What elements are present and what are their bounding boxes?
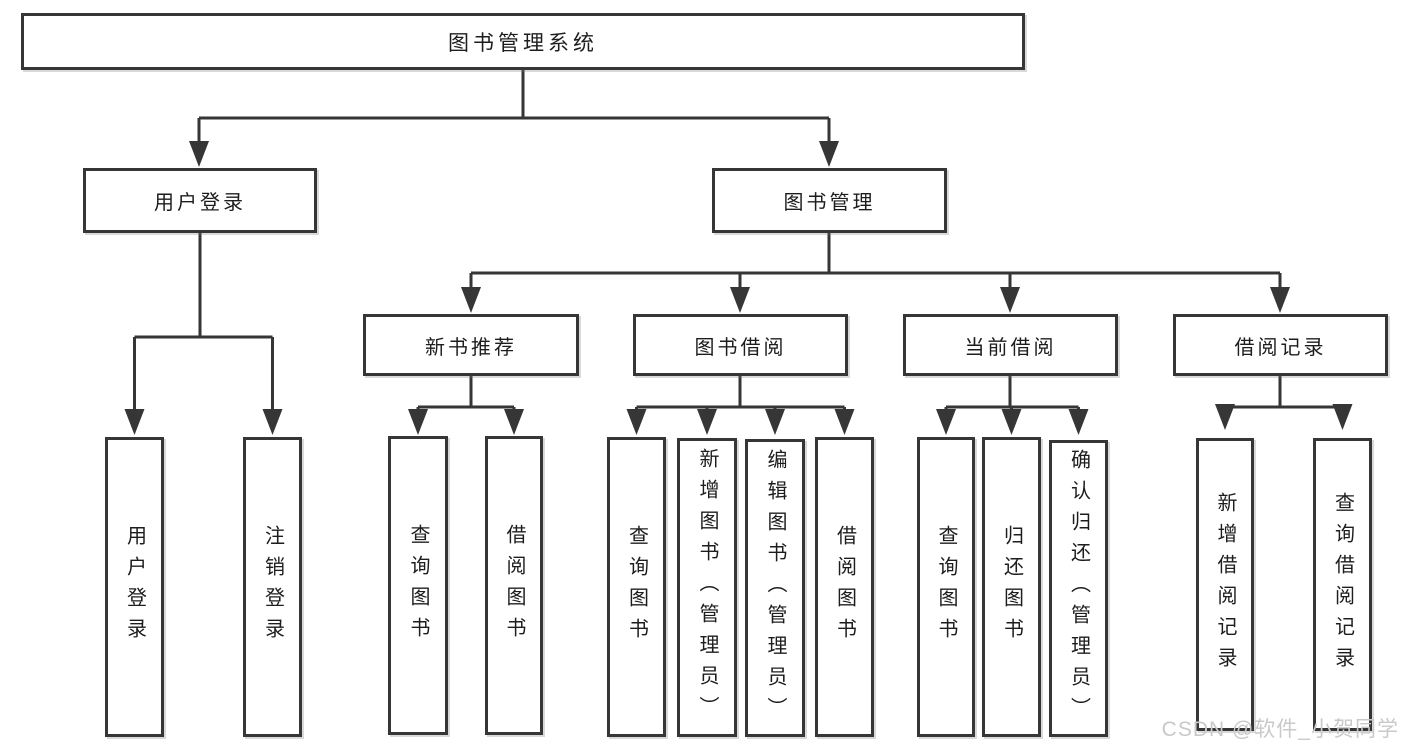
arrowheads <box>124 141 1353 435</box>
connector-book-borrow-group <box>635 376 846 413</box>
node-label: 新增借阅记录 <box>1214 491 1236 678</box>
node-borrow-record: 借阅记录 <box>1173 314 1388 376</box>
leaf-user-login: 用户登录 <box>105 437 164 737</box>
node-label: 确认归还（管理员） <box>1067 449 1090 728</box>
connector-new-book-group <box>416 376 516 413</box>
leaf-borrow-books: 借阅图书 <box>815 437 874 737</box>
node-label: 用户登录 <box>123 525 146 649</box>
leaf-query-books-borrow: 查询图书 <box>607 437 666 737</box>
node-label: 当前借阅 <box>964 336 1057 359</box>
node-book-management: 图书管理 <box>712 168 947 233</box>
leaf-query-borrow-record: 查询借阅记录 <box>1313 438 1372 731</box>
leaf-add-borrow-record: 新增借阅记录 <box>1196 438 1254 731</box>
node-label: 新增图书（管理员） <box>696 448 718 727</box>
node-book-borrow: 图书借阅 <box>633 314 848 376</box>
leaf-logout: 注销登录 <box>243 437 302 737</box>
node-label: 借阅图书 <box>503 523 525 648</box>
node-current-borrow: 当前借阅 <box>903 314 1118 376</box>
node-label: 查询借阅记录 <box>1331 491 1354 678</box>
node-user-login: 用户登录 <box>83 168 317 233</box>
node-label: 图书管理 <box>783 192 876 214</box>
node-label: 图书管理系统 <box>448 31 598 55</box>
node-label: 查询图书 <box>935 525 957 649</box>
leaf-return-book: 归还图书 <box>982 437 1041 737</box>
leaf-add-book-admin: 新增图书（管理员） <box>677 438 737 737</box>
connector-borrow-record-group <box>1223 376 1344 409</box>
leaf-query-books-recommend: 查询图书 <box>388 436 448 735</box>
node-label: 借阅图书 <box>833 525 856 649</box>
connector-user-login-group <box>133 232 274 412</box>
connector-book-management-to-level3 <box>469 233 1282 291</box>
node-system-root: 图书管理系统 <box>21 13 1025 70</box>
leaf-borrow-books-recommend: 借阅图书 <box>485 436 543 735</box>
node-label: 图书借阅 <box>694 336 787 359</box>
node-new-book-recommend: 新书推荐 <box>363 314 579 376</box>
node-label: 归还图书 <box>1000 525 1023 649</box>
node-label: 查询图书 <box>407 523 429 648</box>
node-label: 查询图书 <box>625 525 648 649</box>
node-label: 编辑图书（管理员） <box>764 448 786 728</box>
leaf-query-books-current: 查询图书 <box>917 437 975 737</box>
leaf-edit-book-admin: 编辑图书（管理员） <box>745 439 805 737</box>
node-label: 新书推荐 <box>425 336 517 359</box>
leaf-confirm-return-admin: 确认归还（管理员） <box>1049 440 1108 737</box>
connector-current-borrow-group <box>944 376 1080 413</box>
connector-root-to-level2 <box>197 69 831 146</box>
node-label: 借阅记录 <box>1234 336 1327 359</box>
node-label: 注销登录 <box>261 525 284 649</box>
node-label: 用户登录 <box>154 192 246 214</box>
